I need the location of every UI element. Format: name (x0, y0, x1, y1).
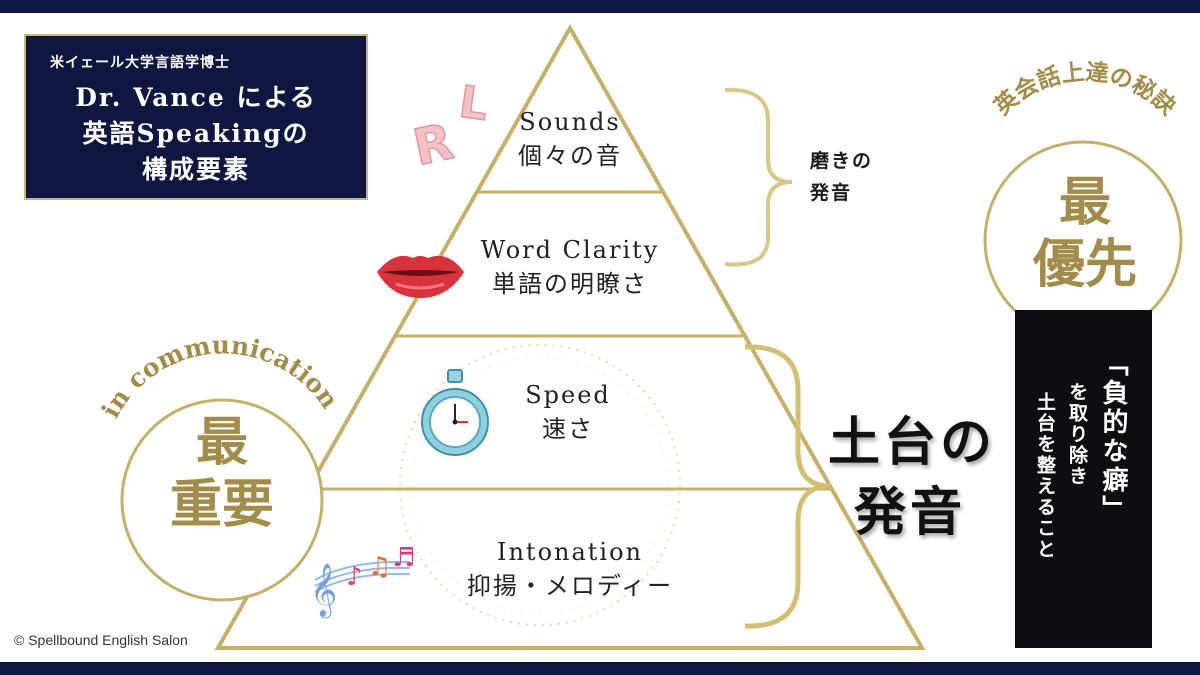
copyright-text: © Spellbound English Salon (14, 632, 188, 648)
foundation-pronunciation-label: 土台の 発音 (828, 408, 996, 548)
svg-text:R: R (408, 112, 458, 177)
panel-column-3: 土台を整えること (1034, 392, 1056, 560)
top-priority-line-1: 最 (1058, 172, 1111, 233)
title-line-3: 構成要素 (141, 155, 250, 184)
svg-text:♫: ♫ (368, 552, 391, 582)
top-border-bar (0, 0, 1200, 13)
layer-word-clarity-ja: 単語の明瞭さ (492, 270, 648, 298)
remove-bad-habits-panel (1015, 310, 1152, 648)
most-important-line-2: 重要 (169, 474, 274, 535)
layer-intonation-en: Intonation (496, 538, 644, 566)
foundation-line-2: 発音 (854, 482, 967, 543)
pyramid-outline (214, 23, 926, 650)
top-priority-text: 最 優先 (1030, 172, 1140, 296)
layer-word-clarity-en: Word Clarity (480, 236, 660, 264)
bottom-border-bar (0, 662, 1200, 675)
layer-intonation-ja: 抑揚・メロディー (466, 572, 674, 600)
layer-word-clarity: Word Clarity 単語の明瞭さ (450, 236, 690, 299)
lips-icon (377, 255, 464, 298)
layer-speed: Speed 速さ (468, 381, 668, 444)
most-important-text: 最 重要 (162, 412, 282, 536)
music-notes-icon: 𝄞 ♪ ♫ ♬ (310, 543, 415, 618)
bottom-brace (744, 344, 831, 629)
polish-pronunciation-label: 磨きの 発音 (810, 150, 874, 204)
layer-sounds-ja: 個々の音 (518, 142, 622, 170)
left-circle-ring (120, 398, 324, 602)
title-box: 米イェール大学言語学博士 Dr. Vance による 英語Speakingの 構… (28, 38, 364, 196)
layer-sounds-en: Sounds (519, 108, 621, 136)
title-line-1: Dr. Vance による (75, 83, 317, 112)
svg-text:♪: ♪ (346, 562, 363, 592)
title-line-2: 英語Speakingの (82, 119, 310, 148)
top-brace (724, 87, 793, 267)
panel-column-1: 「負的な癖」 (1098, 350, 1128, 524)
sparkle-ring (399, 344, 681, 626)
layer-speed-en: Speed (525, 381, 611, 409)
top-priority-line-2: 優先 (1032, 234, 1137, 295)
layer-intonation: Intonation 抑揚・メロディー (430, 538, 710, 601)
svg-text:♬: ♬ (392, 543, 415, 573)
layer-speed-ja: 速さ (542, 415, 594, 443)
most-important-line-1: 最 (195, 412, 248, 473)
right-circle-arc-text: 英会話上達の秘訣 (989, 59, 1182, 122)
title-subtitle: 米イェール大学言語学博士 (50, 55, 230, 71)
foundation-line-1: 土台の (828, 412, 997, 473)
layer-sounds: Sounds 個々の音 (470, 108, 670, 171)
sparkle-ring-inner (411, 356, 669, 614)
stopwatch-icon (421, 369, 489, 456)
panel-column-2: を取り除き (1066, 382, 1088, 487)
svg-text:𝄞: 𝄞 (310, 562, 337, 618)
